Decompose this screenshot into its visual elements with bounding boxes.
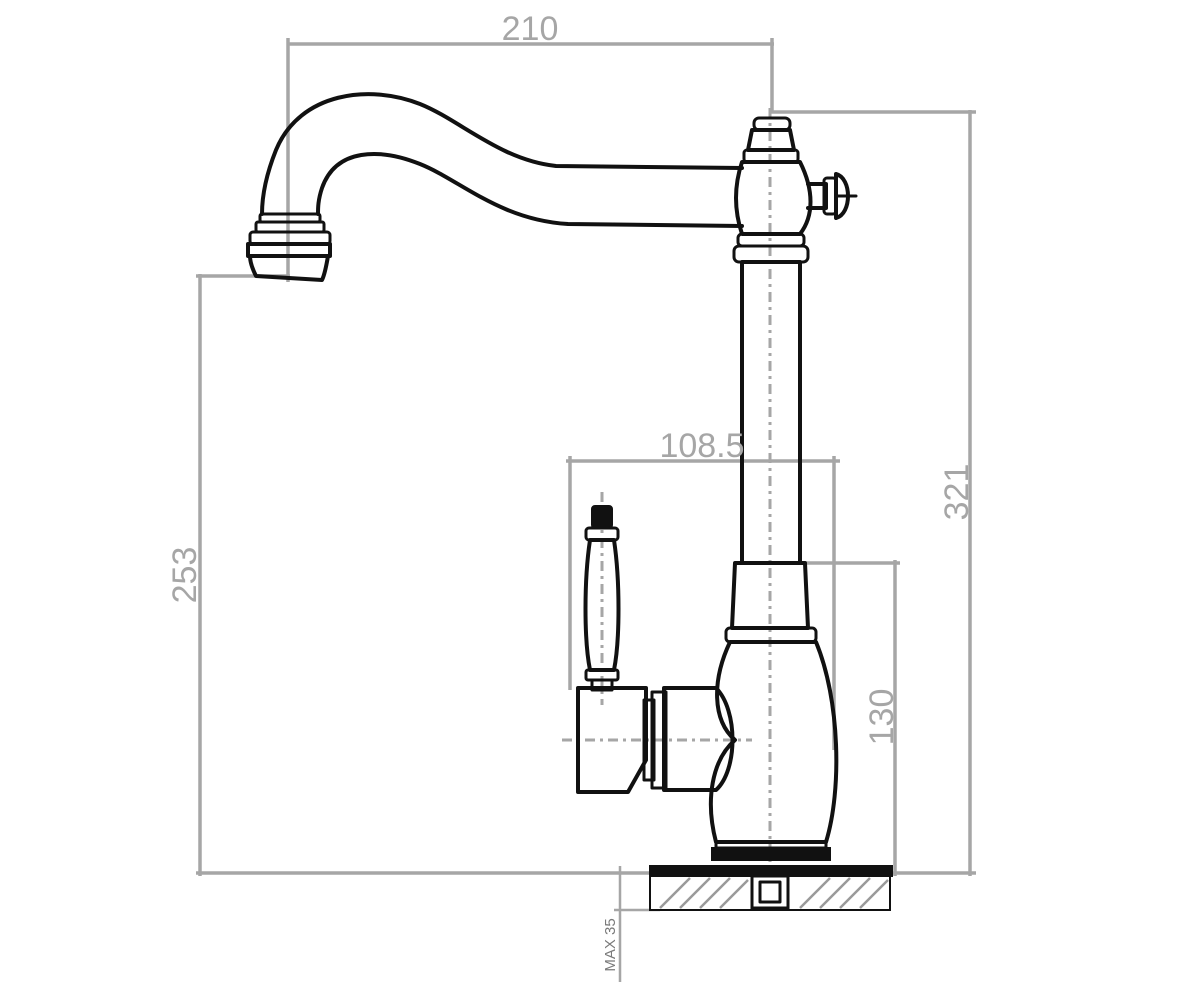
countertop-section [649, 865, 893, 911]
dim-label-spout-reach: 210 [502, 10, 559, 48]
dimension-lines [196, 38, 976, 982]
lever-handle [576, 505, 735, 794]
spout [246, 92, 744, 282]
faucet-column [732, 232, 810, 565]
dim-label-total-height: 321 [938, 464, 976, 521]
swivel-head [734, 116, 858, 236]
dimension-labels: 210 108.5 321 253 130 MAX 35 [166, 10, 976, 972]
dim-label-max-counter: MAX 35 [602, 918, 619, 971]
dim-label-handle-offset: 108.5 [659, 427, 744, 465]
dim-label-body-height: 130 [863, 689, 901, 746]
faucet-body [708, 561, 839, 844]
dim-label-spout-height: 253 [166, 547, 204, 604]
